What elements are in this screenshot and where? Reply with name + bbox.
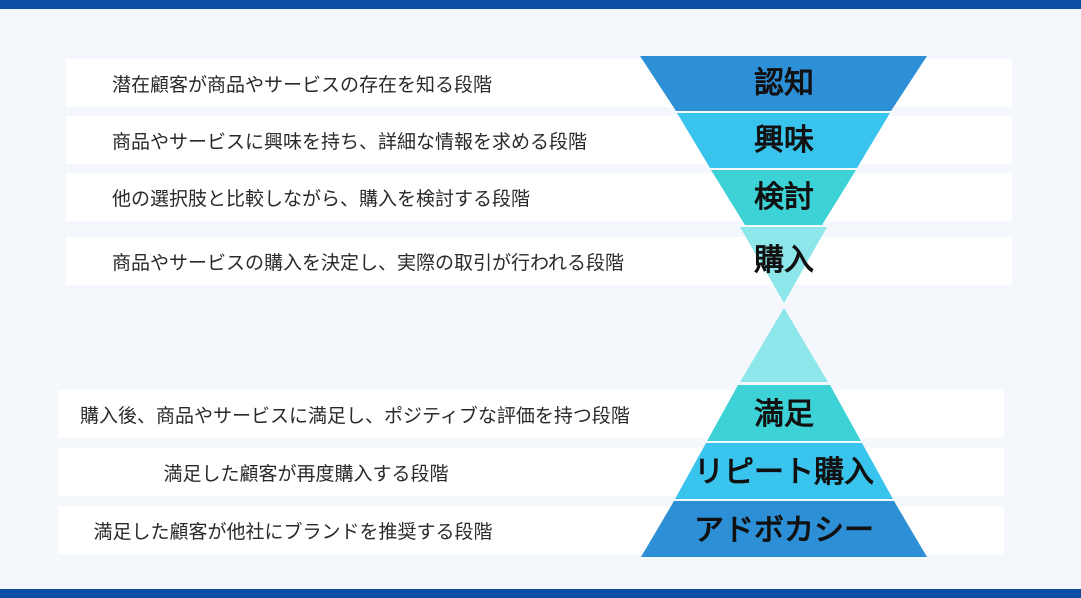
top-accent-bar — [0, 0, 1081, 9]
stage-label-interest: 興味 — [754, 123, 814, 158]
funnel-segment-interest — [677, 113, 890, 168]
description-text: 他の選択肢と比較しながら、購入を検討する段階 — [112, 187, 531, 210]
stage-label-satisfaction: 満足 — [754, 397, 814, 432]
description-text: 満足した顧客が他社にブランドを推奨する段階 — [93, 520, 493, 543]
description-text: 商品やサービスに興味を持ち、詳細な情報を求める段階 — [112, 130, 588, 153]
bottom-accent-bar — [0, 589, 1081, 598]
funnel-segment-post-purchase — [740, 308, 828, 382]
stage-label-consideration: 検討 — [754, 180, 814, 215]
funnel-segment-consideration — [711, 170, 856, 225]
funnel-segment-purchase — [740, 227, 827, 303]
stage-label-advocacy: アドボカシー — [694, 513, 874, 548]
funnel-segment-advocacy — [641, 501, 927, 557]
funnel-segment-repeat — [675, 443, 893, 499]
funnel-segment-satisfaction — [707, 385, 861, 441]
stage-label-awareness: 認知 — [754, 66, 814, 101]
stage-label-purchase: 購入 — [754, 243, 814, 278]
description-text: 購入後、商品やサービスに満足し、ポジティブな評価を持つ段階 — [80, 404, 630, 427]
stage-label-repeat: リピート購入 — [694, 455, 874, 490]
description-text: 潜在顧客が商品やサービスの存在を知る段階 — [112, 73, 493, 96]
stage-description-consideration: 他の選択肢と比較しながら、購入を検討する段階 — [66, 173, 1012, 221]
description-text: 満足した顧客が再度購入する段階 — [163, 462, 449, 485]
funnel-segment-awareness — [640, 56, 927, 111]
description-text: 商品やサービスの購入を決定し、実際の取引が行われる段階 — [112, 251, 625, 274]
stage-description-purchase: 商品やサービスの購入を決定し、実際の取引が行われる段階 — [66, 237, 1012, 285]
stage-description-satisfaction: 購入後、商品やサービスに満足し、ポジティブな評価を持つ段階 — [58, 390, 1004, 438]
